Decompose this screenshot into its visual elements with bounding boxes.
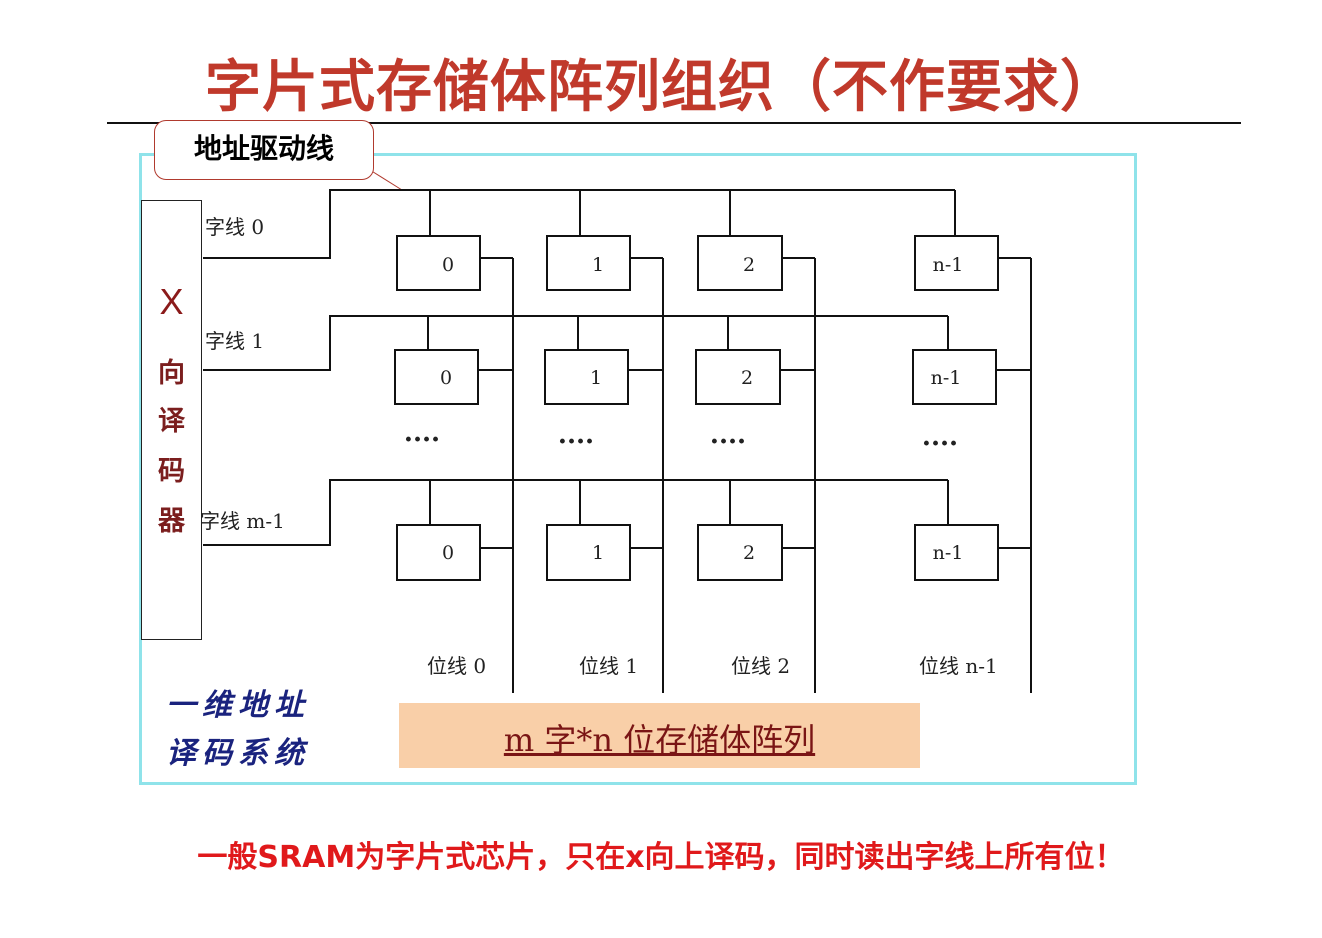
callout-pointer [369, 169, 403, 191]
cell-label: 0 [440, 367, 452, 389]
ellipsis-dots: ···· [922, 429, 958, 459]
word-line-1-wire [203, 315, 948, 371]
word-line-label: 字线 1 [205, 329, 264, 353]
cell-label: n-1 [933, 254, 964, 276]
ellipsis-dots: ···· [404, 425, 440, 455]
decoder-char: 向 [158, 358, 185, 389]
diagram-frame [139, 153, 1137, 785]
bit-line-wires [512, 258, 1032, 693]
cell-label: 2 [743, 254, 755, 276]
cell-r1-c0 [394, 349, 479, 405]
word-line-m-1-wire [203, 479, 948, 546]
ellipsis-dots: ···· [558, 427, 594, 457]
decoder-char: 译 [158, 406, 185, 437]
bit-line-label: 位线 n-1 [919, 654, 998, 678]
cell-r1-c3 [912, 349, 997, 405]
ellipsis-dots: ···· [710, 427, 746, 457]
cell-label: 1 [592, 254, 604, 276]
bit-line-label: 位线 0 [427, 654, 486, 678]
cell-r2-c2 [697, 524, 783, 581]
bit-line-label: 位线 2 [731, 654, 790, 678]
x-decoder-box: X 向 译 码 器 [141, 200, 202, 640]
bit-line-label: 位线 1 [579, 654, 638, 678]
cell-r1-c1 [544, 349, 629, 405]
cell-r0-c0 [396, 235, 481, 291]
cell-label: 2 [743, 542, 755, 564]
cell-r0-c3 [914, 235, 999, 291]
cell-r0-c1 [546, 235, 631, 291]
decoder-char: 器 [158, 506, 185, 537]
array-caption: m 字*n 位存储体阵列 [503, 721, 816, 759]
decoder-x-label: X [159, 281, 184, 322]
footer-note: 一般SRAM为字片式芯片，只在x向上译码，同时读出字线上所有位！ [197, 840, 1125, 875]
page-title: 字片式存储体阵列组织（不作要求） [205, 55, 1117, 120]
word-line-label: 字线 m-1 [200, 509, 285, 533]
cell-label: 2 [741, 367, 753, 389]
decoder-char: 码 [158, 456, 185, 487]
cell-label: n-1 [933, 542, 964, 564]
system-label-line1: 一维地址 [166, 688, 310, 723]
caption-box: m 字*n 位存储体阵列 [399, 703, 920, 768]
word-line-wires [203, 189, 955, 546]
word-line-0-wire [203, 189, 955, 259]
cell-label: 0 [442, 254, 454, 276]
cell-stubs [478, 257, 1031, 549]
cell-r2-c1 [546, 524, 631, 581]
cell-r1-c2 [695, 349, 781, 405]
system-label-line2: 译码系统 [166, 736, 310, 771]
cell-label: n-1 [931, 367, 962, 389]
cell-taps [427, 190, 956, 525]
cell-r2-c3 [914, 524, 999, 581]
word-line-label: 字线 0 [205, 215, 264, 239]
cell-r0-c2 [697, 235, 783, 291]
cell-label: 0 [442, 542, 454, 564]
address-drive-line-callout: 地址驱动线 [154, 120, 374, 180]
memory-cells [394, 235, 999, 581]
cell-label: 1 [590, 367, 602, 389]
cell-label: 1 [592, 542, 604, 564]
cell-r2-c0 [396, 524, 481, 581]
title-divider [107, 122, 1241, 124]
